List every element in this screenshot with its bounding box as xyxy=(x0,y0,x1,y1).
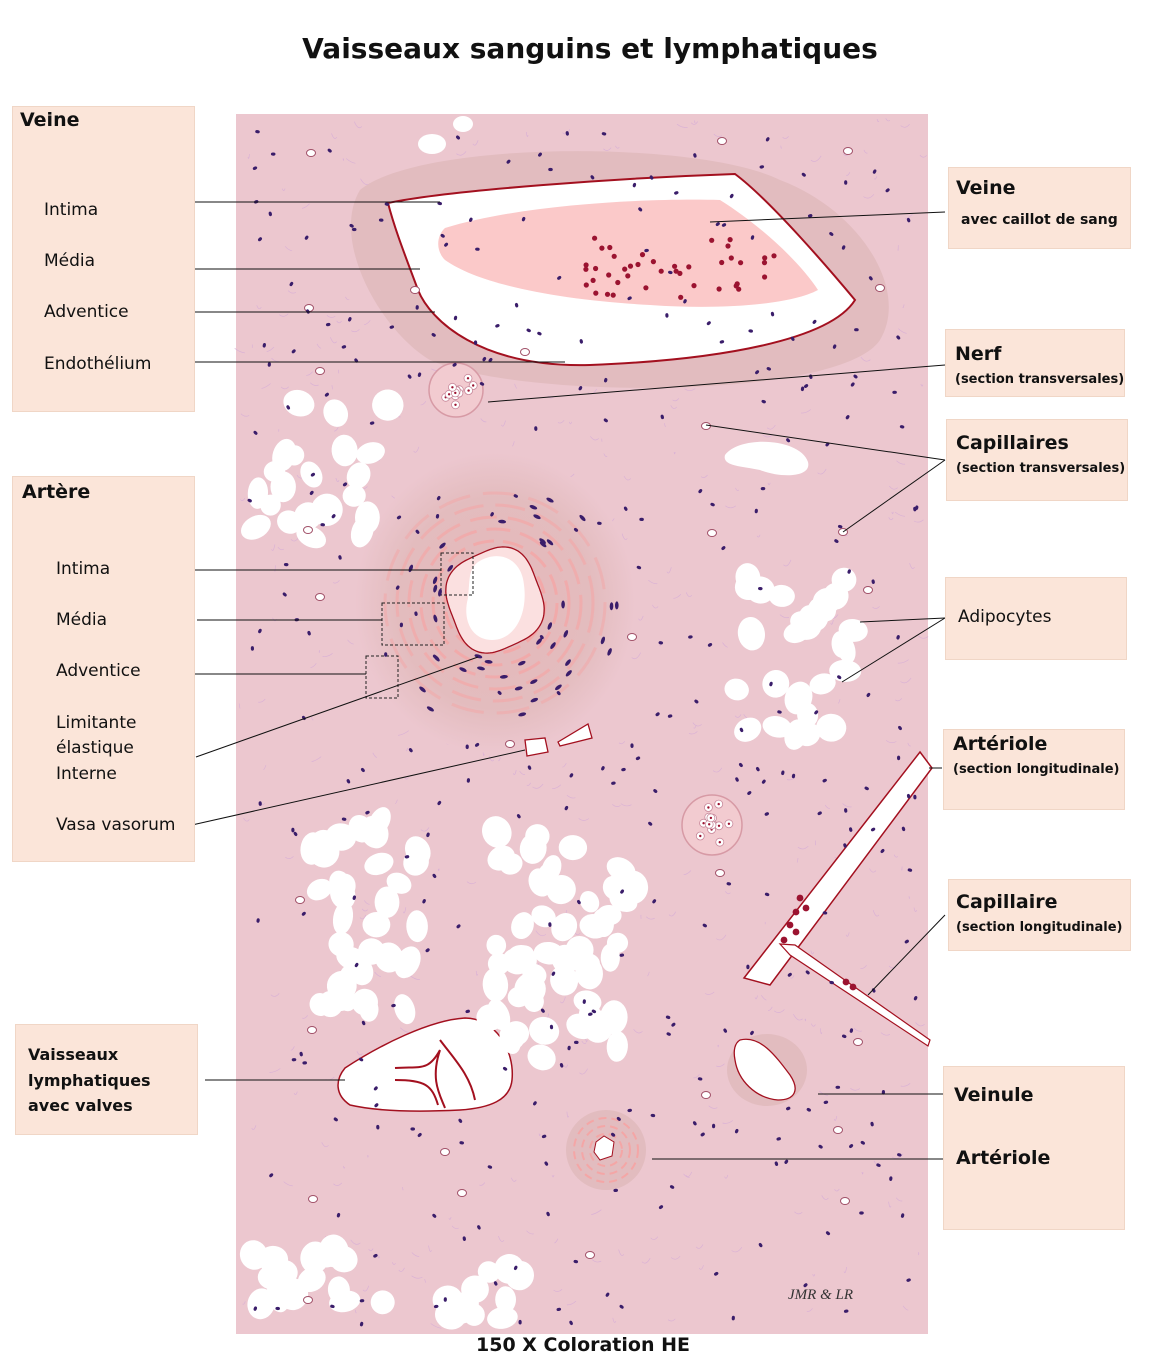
arteriole-long-box xyxy=(943,729,1125,810)
adventice-marker xyxy=(365,655,399,699)
artere-heading: Artère xyxy=(22,481,91,503)
vasa-vasorum-2 xyxy=(557,723,593,747)
page-title: Vaisseaux sanguins et lymphatiques xyxy=(302,32,878,65)
capillaires-title: Capillaires xyxy=(956,432,1069,454)
lymph-label-3: avec valves xyxy=(28,1096,133,1115)
artery-lumen xyxy=(466,556,525,640)
capillary-vessel xyxy=(724,441,809,476)
media-marker xyxy=(381,602,445,646)
capillaire-long-sub: (section longitudinale) xyxy=(956,920,1123,935)
lymphatic-valve-3 xyxy=(439,1039,476,1101)
clot-red-cells xyxy=(583,235,777,300)
capillary-cross-sections xyxy=(295,137,885,1304)
lymph-label-box xyxy=(15,1024,198,1135)
lymphatic-vessel xyxy=(337,1017,513,1112)
lymph-label-1: Vaisseaux xyxy=(28,1045,119,1064)
artere-lei-label-2: élastique xyxy=(56,738,134,758)
lymphatic-valve-2 xyxy=(394,1079,439,1106)
author-signature: JMR & LR xyxy=(788,1287,853,1303)
veinule-title: Veinule xyxy=(954,1084,1034,1106)
arteriole-long-sub: (section longitudinale) xyxy=(953,762,1120,777)
arteriole-title: Artériole xyxy=(956,1147,1051,1169)
nerve-cross-section xyxy=(428,362,484,418)
nerf-box xyxy=(945,329,1125,397)
artere-intima-label: Intima xyxy=(56,559,111,579)
artere-lei-label-3: Interne xyxy=(56,764,117,784)
artere-label-box xyxy=(12,476,195,862)
vasa-vasorum xyxy=(524,737,549,757)
leader-artere-lei xyxy=(195,656,479,758)
arteriole-red-cells xyxy=(780,894,857,991)
arteriole-long-title: Artériole xyxy=(953,733,1048,755)
adipocytes-title: Adipocytes xyxy=(958,607,1052,627)
nerf-sub: (section transversales) xyxy=(955,372,1125,387)
veinule-arteriole-box xyxy=(943,1066,1125,1230)
veine-clot-title: Veine xyxy=(956,177,1016,199)
leader-adipocytes-2 xyxy=(841,617,946,683)
leader-adipocytes-1 xyxy=(859,617,946,623)
nuclei xyxy=(247,130,919,1327)
leader-veine-clot xyxy=(709,211,946,223)
veine-label-box xyxy=(12,106,195,412)
artere-lei-label-1: Limitante xyxy=(56,713,137,733)
leader-capillaire-long xyxy=(867,914,946,996)
leader-nerf xyxy=(487,364,946,403)
veine-media-label: Média xyxy=(44,251,96,271)
leader-lines xyxy=(191,201,946,1160)
artere-vasa-label: Vasa vasorum xyxy=(56,815,176,835)
capillaire-long-title: Capillaire xyxy=(956,891,1058,913)
leader-artere-vasa xyxy=(191,749,526,826)
veine-clot-sub: avec caillot de sang xyxy=(961,212,1118,228)
veine-heading: Veine xyxy=(20,109,80,131)
nerve-cross-section-2 xyxy=(681,794,743,856)
leader-capillaires-2 xyxy=(842,459,946,533)
capillaires-sub: (section transversales) xyxy=(956,461,1126,476)
intima-marker xyxy=(440,552,474,596)
capillary-longitudinal xyxy=(778,943,931,1047)
veine-intima-label: Intima xyxy=(44,200,99,220)
capillaires-box xyxy=(946,419,1128,501)
venule-lumen xyxy=(733,1038,796,1101)
veine-clot-box xyxy=(948,167,1131,249)
artere-adventice-label: Adventice xyxy=(56,661,141,681)
adipocytes-box xyxy=(945,577,1127,660)
adipocyte-clusters xyxy=(239,116,868,1330)
magnification-caption: 150 X Coloration HE xyxy=(476,1334,690,1356)
nerf-title: Nerf xyxy=(955,343,1002,365)
artere-media-label: Média xyxy=(56,610,108,630)
lymph-label-2: lymphatiques xyxy=(28,1071,151,1090)
lymphatic-valve xyxy=(394,1049,446,1109)
leader-capillaires-1 xyxy=(705,424,946,461)
veine-endothelium-label: Endothélium xyxy=(44,354,152,374)
capillaire-long-box xyxy=(948,879,1131,951)
veine-adventice-label: Adventice xyxy=(44,302,129,322)
small-arteriole-lumen xyxy=(593,1135,615,1161)
